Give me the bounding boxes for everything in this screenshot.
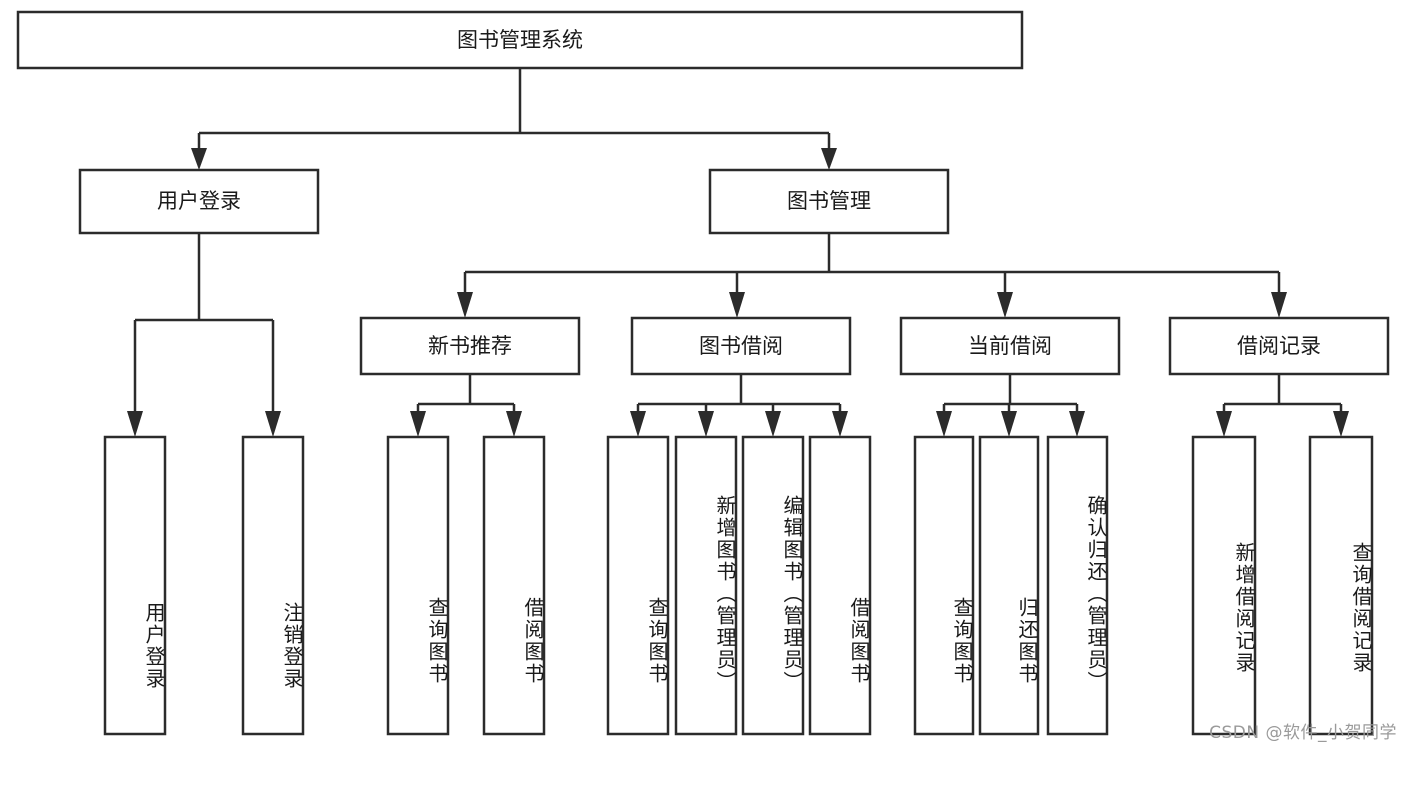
node-book-manage-label: 图书管理 (787, 189, 871, 213)
node-new-book-recommend-label: 新书推荐 (428, 334, 512, 358)
arrowhead-leaf-edit-book (765, 411, 781, 437)
arrowhead-leaf-confirm-return (1069, 411, 1085, 437)
arrowhead-userlogin (191, 148, 207, 170)
node-root-box[interactable] (16, 10, 1024, 70)
node-book-manage-box[interactable] (708, 168, 950, 235)
node-book-borrow-label: 图书借阅 (699, 334, 783, 358)
node-leaf-return-book-box[interactable] (978, 435, 1040, 736)
connector-group-newbook (410, 374, 522, 437)
arrowhead-book-borrow (729, 292, 745, 318)
arrowhead-new-book-recommend (457, 292, 473, 318)
watermark-text: CSDN @软件_小贺同学 (1209, 723, 1397, 743)
arrowhead-leaf-add-record (1216, 411, 1232, 437)
node-book-borrow-box[interactable] (630, 316, 852, 376)
arrowhead-leaf-query-record (1333, 411, 1349, 437)
node-current-borrow-box[interactable] (899, 316, 1121, 376)
node-leaf-edit-book-box[interactable] (741, 435, 805, 736)
connector-group-currentborrow (936, 374, 1085, 437)
arrowhead-leaf-query-book-1 (410, 411, 426, 437)
node-user-login-box[interactable] (78, 168, 320, 235)
node-borrow-record-box[interactable] (1168, 316, 1390, 376)
arrowhead-leaf-return-book (1001, 411, 1017, 437)
node-leaf-add-record-box[interactable] (1191, 435, 1257, 736)
node-borrow-record-label: 借阅记录 (1237, 334, 1321, 358)
node-current-borrow-label: 当前借阅 (968, 334, 1052, 358)
arrowhead-borrow-record (1271, 292, 1287, 318)
diagram-canvas: 图书管理系统 用户登录 图书管理 新书推荐 图书借阅 当前借阅 借阅记录 用户登… (16, 10, 1397, 743)
connector-group-bookmanage (457, 233, 1287, 318)
connector-group-userlogin (127, 233, 281, 437)
node-leaf-user-login-box[interactable] (103, 435, 167, 736)
node-leaf-query-record-box[interactable] (1308, 435, 1374, 736)
arrowhead-leaf-user-login (127, 411, 143, 437)
arrowhead-leaf-query-book-2 (630, 411, 646, 437)
node-user-login-label: 用户登录 (157, 189, 241, 213)
node-leaf-borrow-book-1-box[interactable] (482, 435, 546, 736)
arrowhead-leaf-logout (265, 411, 281, 437)
node-leaf-query-book-3-box[interactable] (913, 435, 975, 736)
node-leaf-borrow-book-2-box[interactable] (808, 435, 872, 736)
node-root-label: 图书管理系统 (457, 28, 583, 52)
node-leaf-logout-box[interactable] (241, 435, 305, 736)
arrowhead-bookmanage (821, 148, 837, 170)
arrowhead-leaf-borrow-book-1 (506, 411, 522, 437)
connector-group-bookborrow (630, 374, 848, 437)
node-leaf-confirm-return-box[interactable] (1046, 435, 1109, 736)
arrowhead-leaf-add-book (698, 411, 714, 437)
connector-group-borrowrecord (1216, 374, 1349, 437)
arrowhead-leaf-query-book-3 (936, 411, 952, 437)
node-new-book-recommend-box[interactable] (359, 316, 581, 376)
connector-group-root (191, 68, 837, 170)
node-leaf-query-book-1-box[interactable] (386, 435, 450, 736)
arrowhead-current-borrow (997, 292, 1013, 318)
node-leaf-query-book-2-box[interactable] (606, 435, 670, 736)
flowchart-svg: 图书管理系统 用户登录 图书管理 新书推荐 图书借阅 当前借阅 借阅记录 (16, 10, 1390, 736)
node-leaf-add-book-box[interactable] (674, 435, 738, 736)
arrowhead-leaf-borrow-book-2 (832, 411, 848, 437)
